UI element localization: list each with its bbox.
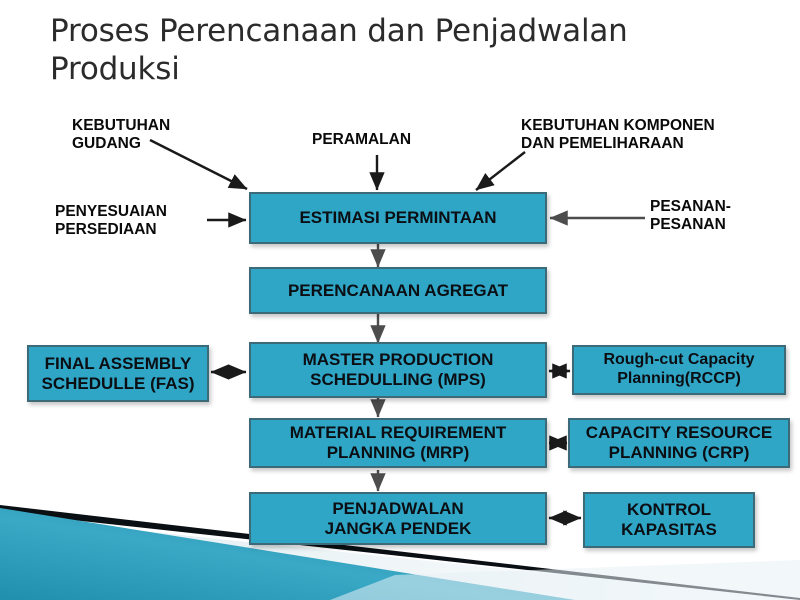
box-penjadwalan-jangka-pendek[interactable]: PENJADWALAN JANGKA PENDEK <box>249 492 547 545</box>
page-title: Proses Perencanaan dan Penjadwalan Produ… <box>50 13 628 88</box>
box-capacity-resource-planning[interactable]: CAPACITY RESOURCE PLANNING (CRP) <box>568 418 790 468</box>
box-master-production-scheduling[interactable]: MASTER PRODUCTION SCHEDULLING (MPS) <box>249 342 547 398</box>
label-penyesuaian-persediaan: PENYESUAIAN PERSEDIAAN <box>55 203 167 239</box>
box-final-assembly-schedule[interactable]: FINAL ASSEMBLY SCHEDULLE (FAS) <box>27 345 209 402</box>
box-estimasi-permintaan[interactable]: ESTIMASI PERMINTAAN <box>249 192 547 244</box>
arrow-komponen-to-estimasi <box>475 151 526 191</box>
box-perencanaan-agregat[interactable]: PERENCANAAN AGREGAT <box>249 267 547 314</box>
label-pesanan-pesanan: PESANAN- PESANAN <box>650 198 731 234</box>
box-material-requirement-planning[interactable]: MATERIAL REQUIREMENT PLANNING (MRP) <box>249 418 547 468</box>
box-rough-cut-capacity-planning[interactable]: Rough-cut Capacity Planning(RCCP) <box>572 345 786 395</box>
label-peramalan: PERAMALAN <box>312 131 412 148</box>
box-kontrol-kapasitas[interactable]: KONTROL KAPASITAS <box>583 492 755 548</box>
label-kebutuhan-gudang: KEBUTUHAN GUDANG <box>72 117 171 153</box>
label-kebutuhan-komponen: KEBUTUHAN KOMPONEN DAN PEMELIHARAAN <box>521 117 715 153</box>
